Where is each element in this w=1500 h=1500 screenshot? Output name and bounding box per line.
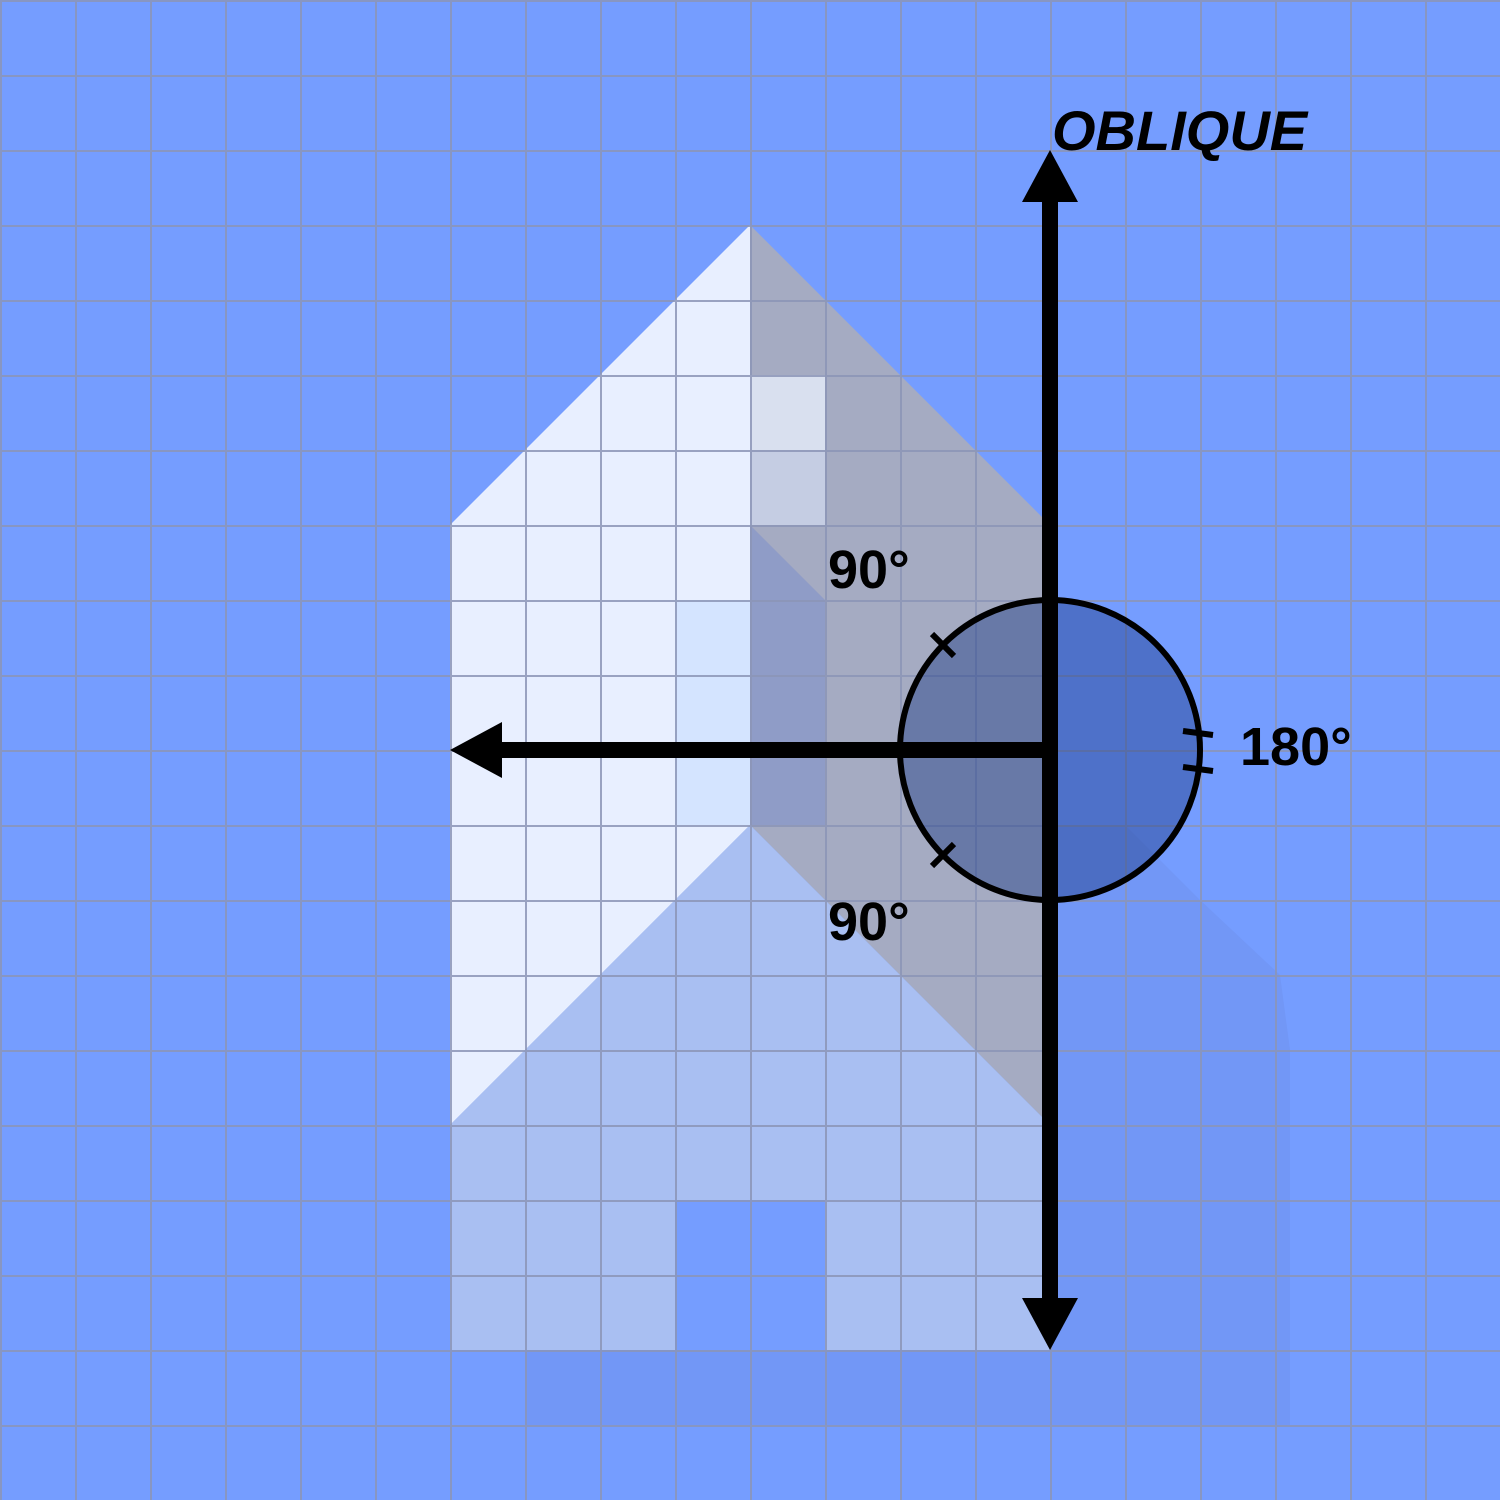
axis-title: OBLIQUE: [1052, 99, 1309, 162]
angle-label-lower: 90°: [828, 892, 910, 952]
angle-tick-lower: [929, 841, 957, 869]
angle-tick-upper: [929, 631, 957, 659]
horizontal-axis-arrow: [450, 722, 1050, 778]
arrowhead-left: [450, 722, 502, 778]
arrowhead-down: [1022, 1298, 1078, 1350]
arrowhead-up: [1022, 150, 1078, 202]
angle-label-upper: 90°: [828, 540, 910, 600]
angle-tick-right-2: [1182, 764, 1214, 774]
angle-label-right: 180°: [1240, 717, 1352, 777]
angle-tick-right-1: [1182, 728, 1214, 738]
